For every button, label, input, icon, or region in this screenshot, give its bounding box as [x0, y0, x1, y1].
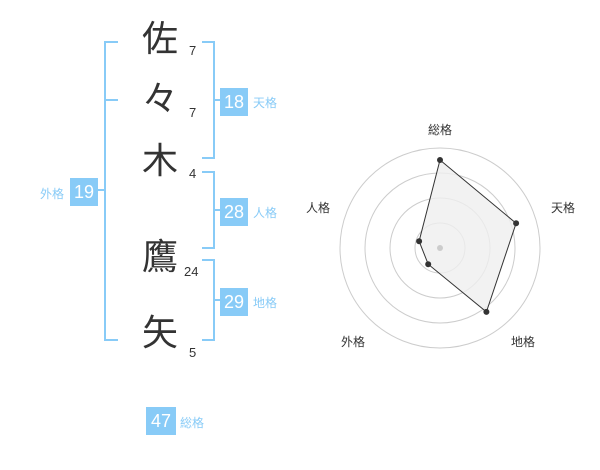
jinkaku-value: 28 [220, 198, 248, 226]
name-char-1: 佐 [141, 19, 178, 60]
radar-center [437, 245, 443, 251]
stroke-count-4: 24 [184, 264, 199, 279]
name-char-3: 木 [141, 141, 178, 182]
radar-point-4 [425, 261, 432, 268]
axis-label-soukaku: 総格 [428, 123, 453, 137]
gaikaku-value: 19 [70, 178, 98, 206]
soukaku-label: 総格 [180, 416, 205, 430]
axis-label-tenkaku: 天格 [551, 201, 576, 215]
soukaku-value: 47 [146, 407, 176, 435]
radar-point-3 [483, 308, 490, 315]
name-char-2: 々 [141, 79, 178, 120]
axis-label-gaikaku: 外格 [341, 335, 366, 349]
chikaku-label: 地格 [253, 296, 278, 310]
stroke-count-3: 4 [189, 166, 197, 181]
tenkaku-label: 天格 [253, 96, 278, 110]
gaikaku-label: 外格 [40, 187, 65, 201]
axis-label-jinkaku: 人格 [306, 201, 331, 215]
name-char-4: 鷹 [141, 237, 178, 278]
axis-label-chikaku: 地格 [511, 335, 536, 349]
stroke-count-1: 7 [189, 43, 197, 58]
jinkaku-label: 人格 [253, 206, 278, 220]
tenkaku-value: 18 [220, 88, 248, 116]
radar-polygon [418, 159, 517, 313]
radar-point-5 [416, 238, 423, 245]
radar-ring [339, 147, 541, 349]
radar-point-1 [437, 157, 443, 163]
stroke-count-5: 5 [189, 345, 197, 360]
stroke-count-2: 7 [189, 105, 197, 120]
name-char-5: 矢 [141, 313, 178, 354]
radar-point-2 [513, 220, 520, 227]
chikaku-value: 29 [220, 288, 248, 316]
